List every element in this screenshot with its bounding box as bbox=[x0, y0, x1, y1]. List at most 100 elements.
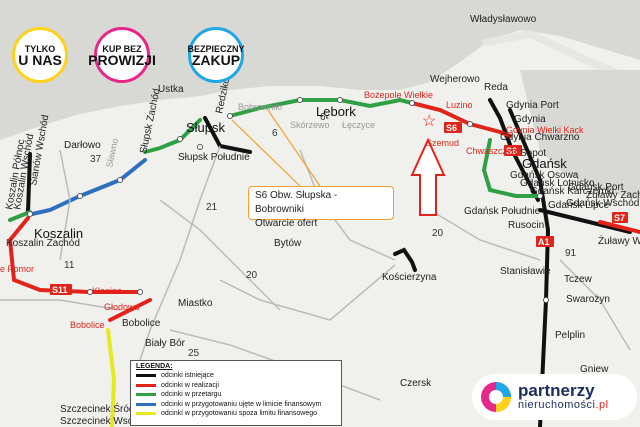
callout-line1: S6 Obw. Słupska - Bobrowniki bbox=[255, 190, 338, 215]
svg-text:Miastko: Miastko bbox=[178, 298, 213, 309]
svg-text:Tczew: Tczew bbox=[564, 274, 593, 285]
svg-text:Wejherowo: Wejherowo bbox=[430, 74, 480, 85]
baltic-sea bbox=[0, 0, 640, 140]
svg-text:Swarożyn: Swarożyn bbox=[566, 294, 610, 305]
shield-a1: A1 bbox=[538, 237, 550, 247]
svg-text:Gdynia Port: Gdynia Port bbox=[506, 100, 559, 111]
svg-text:Żuławy Zachód: Żuławy Zachód bbox=[586, 188, 640, 201]
svg-text:Gdynia Wielki Kack: Gdynia Wielki Kack bbox=[506, 125, 584, 135]
badge-tylko-u-nas: TYLKO U NAS bbox=[12, 27, 68, 83]
legend-title: LEGENDA: bbox=[136, 363, 173, 370]
svg-text:Darłowo: Darłowo bbox=[64, 140, 101, 151]
svg-text:Czersk: Czersk bbox=[400, 378, 432, 389]
svg-text:Gdańsk: Gdańsk bbox=[522, 156, 567, 171]
svg-text:Klanino: Klanino bbox=[92, 286, 122, 296]
svg-text:Łęczyce: Łęczyce bbox=[342, 120, 375, 130]
svg-text:Bożepole Wielkie: Bożepole Wielkie bbox=[364, 90, 433, 100]
map-legend: LEGENDA: odcinki istniejące odcinki w re… bbox=[130, 360, 342, 426]
badge-line1: KUP BEZ bbox=[102, 44, 142, 54]
svg-text:Gdańsk Wschód: Gdańsk Wschód bbox=[566, 198, 639, 209]
svg-text:Bobolice: Bobolice bbox=[70, 320, 105, 330]
svg-text:Władysławowo: Władysławowo bbox=[470, 14, 537, 25]
svg-text:Żuławy Wschód: Żuławy Wschód bbox=[598, 234, 640, 247]
junctions bbox=[27, 97, 549, 303]
svg-text:25: 25 bbox=[188, 348, 200, 359]
svg-text:Chwaszczyno: Chwaszczyno bbox=[466, 146, 522, 156]
shield-s7: S7 bbox=[614, 213, 625, 223]
svg-text:11: 11 bbox=[64, 260, 75, 271]
svg-text:Gdańsk Lotnisko: Gdańsk Lotnisko bbox=[520, 178, 595, 189]
svg-text:Koszalin Zachód: Koszalin Zachód bbox=[6, 238, 80, 249]
gdansk-bay bbox=[520, 70, 640, 200]
svg-text:21: 21 bbox=[206, 202, 218, 213]
svg-text:Szczecinek Wschód: Szczecinek Wschód bbox=[60, 416, 149, 427]
svg-text:Bytów: Bytów bbox=[274, 238, 302, 249]
svg-text:Skórzewo: Skórzewo bbox=[290, 120, 330, 130]
svg-text:37: 37 bbox=[90, 154, 102, 165]
legend-item: odcinki w realizacji bbox=[136, 381, 336, 391]
legend-item: odcinki w przetargu bbox=[136, 390, 336, 400]
svg-text:Koszalin: Koszalin bbox=[34, 226, 83, 241]
svg-text:6: 6 bbox=[272, 128, 278, 139]
legend-label: odcinki istniejące bbox=[161, 372, 214, 380]
planned-roads bbox=[30, 158, 147, 216]
svg-text:Gniew: Gniew bbox=[580, 364, 609, 375]
legend-label: odcinki w przygotowaniu spoza limitu fin… bbox=[161, 410, 318, 418]
legend-item: odcinki istniejące bbox=[136, 371, 336, 381]
badge-line2: U NAS bbox=[18, 52, 62, 68]
brand-logo-badge[interactable]: partnerzy nieruchomości.pl bbox=[472, 374, 637, 420]
svg-text:Gdańsk Południe: Gdańsk Południe bbox=[464, 206, 541, 217]
star-marker: ☆ bbox=[422, 113, 436, 130]
brand-subname: nieruchomości.pl bbox=[518, 399, 609, 412]
svg-text:Bobolice: Bobolice bbox=[122, 318, 161, 329]
svg-text:Głodowa: Głodowa bbox=[104, 302, 140, 312]
svg-text:Gdańsk Lipce: Gdańsk Lipce bbox=[548, 200, 610, 211]
svg-text:Luzino: Luzino bbox=[446, 100, 473, 110]
svg-text:Pelplin: Pelplin bbox=[555, 330, 585, 341]
road-shields: S6 S6 S11 S7 A1 bbox=[50, 122, 628, 295]
svg-text:Słupsk: Słupsk bbox=[186, 120, 226, 135]
svg-text:20: 20 bbox=[432, 228, 444, 239]
brand-suffix: .pl bbox=[595, 399, 609, 411]
legend-swatch-tender bbox=[136, 393, 156, 397]
legend-swatch-planned bbox=[136, 402, 156, 406]
svg-text:Gdańsk Port: Gdańsk Port bbox=[568, 182, 624, 193]
shield-s11: S11 bbox=[52, 285, 68, 295]
legend-item: odcinki w przygotowaniu spoza limitu fin… bbox=[136, 409, 336, 419]
svg-text:6: 6 bbox=[320, 112, 326, 123]
svg-text:Szemud: Szemud bbox=[426, 138, 459, 148]
svg-text:Rusocin: Rusocin bbox=[508, 220, 544, 231]
red-arrow bbox=[410, 137, 446, 216]
svg-text:Ustka: Ustka bbox=[158, 84, 184, 95]
shield-s6b: S6 bbox=[506, 146, 517, 156]
brand-name: partnerzy bbox=[518, 381, 595, 400]
badge-bezpieczny-zakup: BEZPIECZNY ZAKUP bbox=[187, 27, 245, 83]
svg-text:Sopot: Sopot bbox=[520, 148, 546, 159]
legend-swatch-construction bbox=[136, 383, 156, 387]
svg-text:Sławno: Sławno bbox=[104, 137, 120, 168]
legend-swatch-unfunded bbox=[136, 412, 156, 416]
svg-text:Stanisławie: Stanisławie bbox=[500, 266, 551, 277]
svg-text:e Pomor: e Pomor bbox=[0, 264, 34, 274]
badge-line1: BEZPIECZNY bbox=[187, 44, 245, 54]
shield-s6: S6 bbox=[446, 123, 457, 133]
svg-text:Bobrowniki: Bobrowniki bbox=[238, 102, 282, 112]
svg-text:Gdynia: Gdynia bbox=[514, 114, 546, 125]
legend-label: odcinki w realizacji bbox=[161, 381, 219, 389]
badge-line1: TYLKO bbox=[24, 44, 56, 54]
svg-text:Biały Bór: Biały Bór bbox=[145, 338, 186, 349]
svg-text:Kościerzyna: Kościerzyna bbox=[382, 272, 437, 283]
svg-text:Słupsk Południe: Słupsk Południe bbox=[178, 152, 250, 163]
svg-text:20: 20 bbox=[246, 270, 258, 281]
minor-roads bbox=[0, 145, 631, 401]
svg-text:Lębork: Lębork bbox=[316, 104, 356, 119]
callout-leaders bbox=[231, 109, 321, 187]
svg-text:Gdańsk Osowa: Gdańsk Osowa bbox=[510, 170, 579, 181]
badge-line2: PROWIZJI bbox=[88, 52, 156, 68]
svg-text:Reda: Reda bbox=[484, 82, 508, 93]
legend-item: odcinki w przygotowaniu ujęte w limicie … bbox=[136, 400, 336, 410]
tender-callout: S6 Obw. Słupska - Bobrowniki Otwarcie of… bbox=[248, 186, 394, 229]
callout-line2: Otwarcie ofert bbox=[255, 218, 318, 229]
svg-text:Gdańsk Karczemki: Gdańsk Karczemki bbox=[530, 186, 614, 197]
